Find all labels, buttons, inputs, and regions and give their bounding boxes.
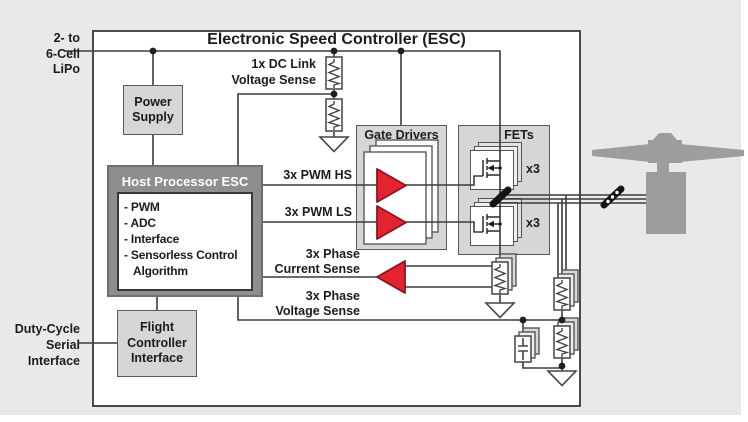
power-supply-block: Power Supply <box>123 85 183 135</box>
power-supply-label-line2: Supply <box>132 110 174 124</box>
gate-drivers-block <box>356 125 447 250</box>
low-side-fet-chip <box>470 198 522 246</box>
motor-icon <box>592 133 744 234</box>
page-margin-right <box>741 0 748 422</box>
serial-label-line1: Duty-Cycle <box>14 322 80 336</box>
host-feature-pwm: - PWM <box>124 200 160 214</box>
phase-voltage-sense-label: 3x Phase Voltage Sense <box>238 289 360 319</box>
dc-link-label-line2: Voltage Sense <box>231 72 316 87</box>
propeller-blade-left <box>592 144 650 162</box>
fci-label-line1: Flight <box>139 320 174 335</box>
serial-label-line2: Serial <box>45 338 80 352</box>
fets-label: FETs <box>504 128 534 142</box>
diagram-title: Electronic Speed Controller (ESC) <box>207 31 466 48</box>
fets-ls-multiplier-label: x3 <box>526 216 540 230</box>
host-feature-algorithm: Algorithm <box>133 264 188 278</box>
battery-input-label: 2- to 6-Cell LiPo <box>12 31 80 78</box>
high-side-fet-chip <box>470 142 522 190</box>
battery-label-line3: LiPo <box>52 62 80 76</box>
host-processor-title: Host Processor ESC <box>121 174 249 189</box>
motor-neck <box>657 163 669 172</box>
battery-label-line2: 6-Cell <box>45 46 80 61</box>
battery-label-line1: 2- to <box>53 31 80 45</box>
motor-hub <box>648 133 682 163</box>
propeller-blade-right <box>680 144 744 162</box>
motor-body <box>646 172 686 234</box>
phase-current-label-line1: 3x Phase <box>305 247 360 261</box>
dc-link-label-line1: 1x DC Link <box>251 57 316 71</box>
chip-face <box>470 150 514 190</box>
dc-link-voltage-sense-label: 1x DC Link Voltage Sense <box>198 57 316 88</box>
serial-label-line3: Interface <box>27 354 80 368</box>
phase-voltage-label-line2: Voltage Sense <box>275 304 360 318</box>
phase-current-sense-label: 3x Phase Current Sense <box>238 247 360 277</box>
host-processor-feature-list: - PWM - ADC - Interface - Sensorless Con… <box>117 192 253 291</box>
page-margin-bottom <box>0 415 748 422</box>
fci-label-line2: Controller <box>127 335 187 350</box>
fci-label-line3: Interface <box>130 351 184 366</box>
host-feature-sensorless: - Sensorless Control <box>124 248 238 262</box>
host-feature-adc: - ADC <box>124 216 156 230</box>
phase-current-label-line2: Current Sense <box>274 262 360 276</box>
fets-hs-multiplier-label: x3 <box>526 162 540 176</box>
host-processor-block: Host Processor ESC - PWM - ADC - Interfa… <box>107 165 263 297</box>
chip-face <box>470 206 514 246</box>
phase-voltage-label-line1: 3x Phase <box>305 289 360 303</box>
host-feature-interface: - Interface <box>124 232 180 246</box>
flight-controller-interface-block: Flight Controller Interface <box>117 310 197 377</box>
pwm-hs-label: 3x PWM HS <box>283 168 352 182</box>
wire-bundle-cable-icon <box>600 185 625 209</box>
duty-cycle-serial-label: Duty-Cycle Serial Interface <box>8 321 80 369</box>
gate-drivers-label: Gate Drivers <box>364 128 439 142</box>
pwm-ls-label: 3x PWM LS <box>284 205 352 219</box>
power-supply-label-line1: Power <box>134 94 172 109</box>
